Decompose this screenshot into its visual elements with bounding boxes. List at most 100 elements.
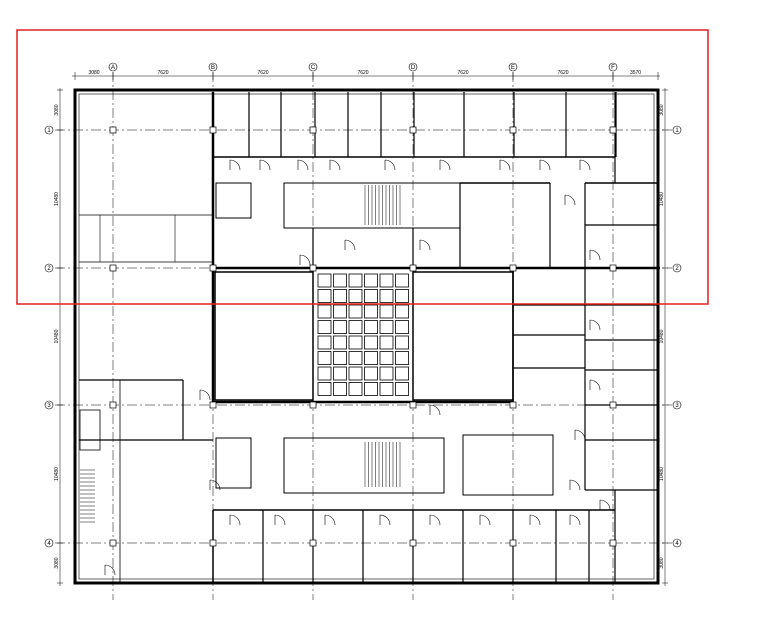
side-dimension-label: 10480 <box>54 467 60 481</box>
skylight-pane <box>333 320 347 334</box>
column <box>409 126 417 134</box>
skylight-pane <box>364 366 378 381</box>
grid-label: A <box>111 65 115 71</box>
door-swing <box>299 254 311 266</box>
skylight-pane <box>317 351 332 365</box>
door-swing <box>429 514 441 526</box>
grid-label: E <box>511 65 515 71</box>
door-swing <box>229 514 241 526</box>
skylight-pane <box>348 273 363 288</box>
door-swing <box>439 159 451 171</box>
door-swing <box>379 514 391 526</box>
grid-label: 3 <box>47 403 51 409</box>
column <box>509 126 517 134</box>
skylight-pane <box>333 351 347 365</box>
column <box>509 264 517 272</box>
door-swing <box>429 404 441 416</box>
skylight-pane <box>395 335 409 350</box>
column <box>109 126 117 134</box>
side-dimension-label: 3080 <box>54 557 60 568</box>
highlight-rectangle <box>16 29 709 305</box>
skylight-pane <box>333 335 347 350</box>
column <box>109 264 117 272</box>
grid-bubble <box>308 62 318 72</box>
dimension-lines <box>57 72 668 586</box>
grid-bubble <box>44 263 54 273</box>
grid-bubble <box>608 62 618 72</box>
skylight-pane <box>348 320 363 334</box>
grid-bubble <box>408 62 418 72</box>
grid-bubble <box>108 62 118 72</box>
skylight-pane <box>317 320 332 334</box>
top-dimension-label: 3570 <box>630 70 641 76</box>
door-swing <box>564 194 576 206</box>
room-outline <box>215 437 252 489</box>
skylight-pane <box>364 382 378 396</box>
grid-label: 4 <box>675 541 679 547</box>
grid-bubble <box>44 400 54 410</box>
doors <box>104 159 611 576</box>
column <box>209 264 217 272</box>
column <box>209 401 217 409</box>
skylight-pane <box>395 382 409 396</box>
grid-bubble <box>508 62 518 72</box>
side-dimension-label: 10480 <box>659 329 665 343</box>
skylight-pane <box>317 304 332 319</box>
door-swing <box>344 239 356 251</box>
door-swing <box>589 319 601 331</box>
skylight-pane <box>348 382 363 396</box>
door-swing <box>324 514 336 526</box>
column <box>609 264 617 272</box>
skylight-pane <box>364 289 378 303</box>
grid-label: 1 <box>47 128 51 134</box>
column <box>409 401 417 409</box>
grid-bubble <box>672 263 682 273</box>
door-swing <box>569 479 581 491</box>
door-swing <box>579 159 591 171</box>
skylight-pane <box>348 304 363 319</box>
skylight-pane <box>379 382 394 396</box>
room-outline <box>283 437 445 494</box>
door-swing <box>274 514 286 526</box>
room-outline <box>73 88 660 585</box>
skylight-pane <box>333 382 347 396</box>
skylight-pane <box>333 304 347 319</box>
grid-bubble <box>44 125 54 135</box>
door-swing <box>599 499 611 511</box>
room-outline <box>412 271 514 401</box>
grid-label: C <box>311 65 316 71</box>
grid-label: 3 <box>675 403 679 409</box>
side-dimension-label: 10480 <box>659 192 665 206</box>
skylight-pane <box>317 289 332 303</box>
door-swing <box>329 159 341 171</box>
side-dimension-label: 10480 <box>54 329 60 343</box>
top-dimension-label: 3080 <box>88 70 99 76</box>
column <box>409 539 417 547</box>
skylight-pane <box>364 273 378 288</box>
top-dimension-label: 7620 <box>357 70 368 76</box>
grid-bubble <box>672 538 682 548</box>
door-swing <box>499 159 511 171</box>
skylight-pane <box>395 304 409 319</box>
column <box>309 126 317 134</box>
grid-bubble <box>672 125 682 135</box>
column <box>109 401 117 409</box>
top-dimension-label: 7620 <box>157 70 168 76</box>
skylight-pane <box>348 335 363 350</box>
columns <box>109 126 617 547</box>
skylight-pane <box>379 320 394 334</box>
grid-label: 2 <box>675 266 679 272</box>
walls <box>73 88 660 585</box>
side-dimension-label: 3080 <box>659 104 665 115</box>
grid-bubble <box>208 62 218 72</box>
column <box>509 539 517 547</box>
skylight-pane <box>317 273 332 288</box>
column <box>309 401 317 409</box>
stairs <box>80 185 401 523</box>
skylight-pane <box>395 289 409 303</box>
top-dimension-label: 7620 <box>257 70 268 76</box>
skylight-pane <box>395 273 409 288</box>
door-swing <box>209 479 221 491</box>
